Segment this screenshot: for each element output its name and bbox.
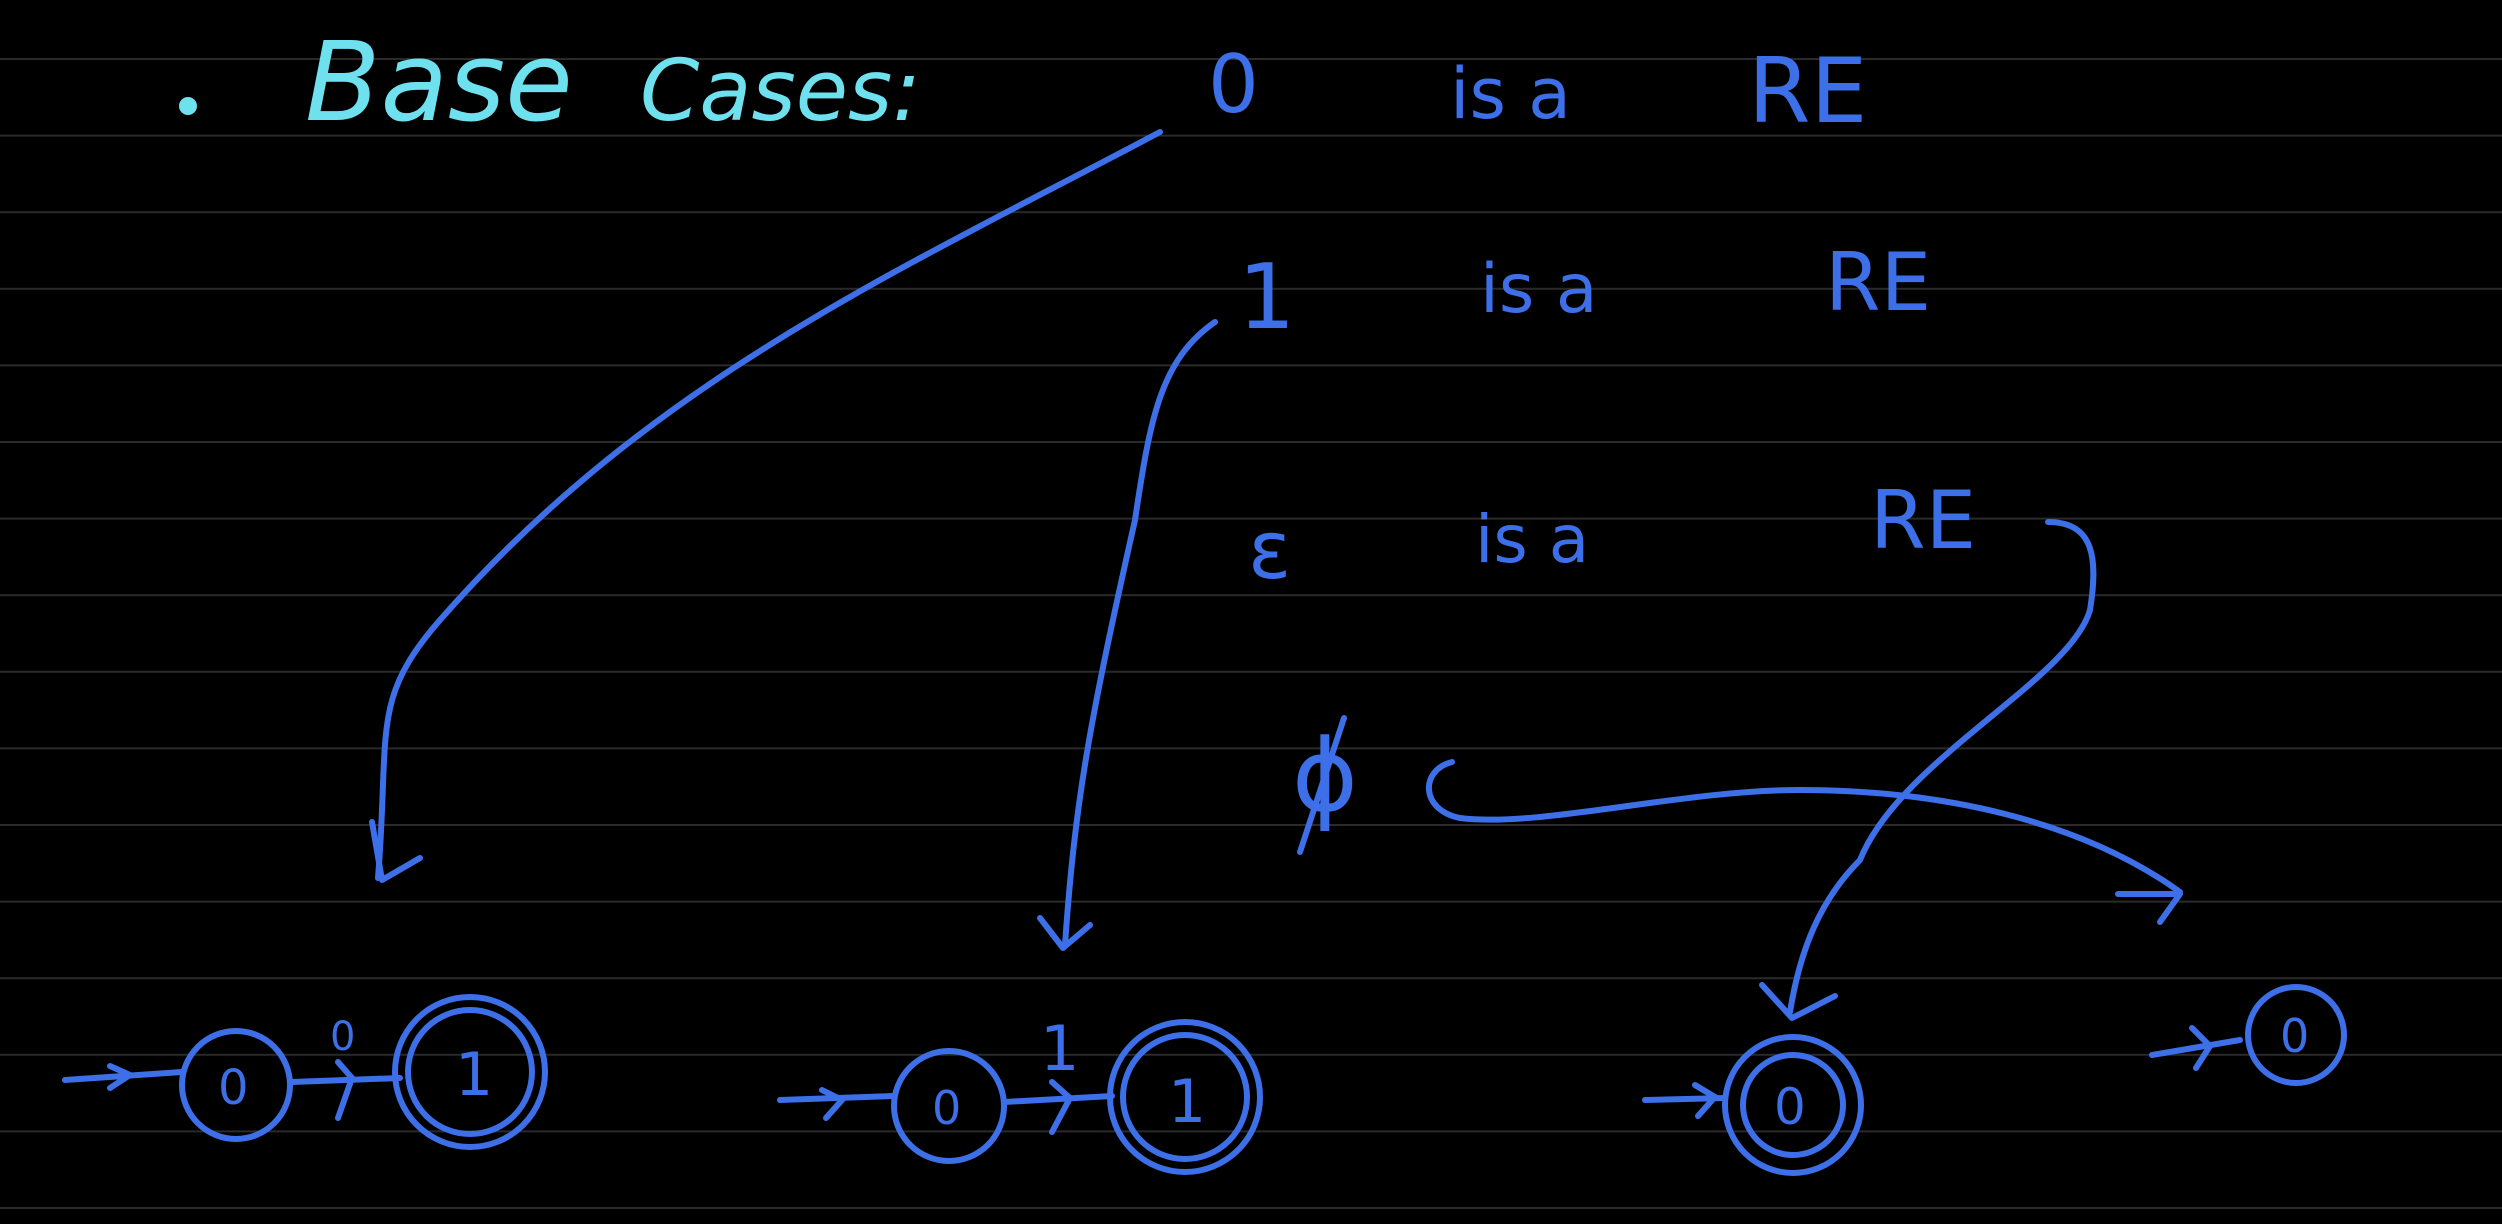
arrow-zero-head xyxy=(369,819,423,883)
case-empty: ϕ xyxy=(1292,715,1358,855)
nfa-zero-accept-inner xyxy=(405,1007,535,1137)
nfa-empty xyxy=(2149,984,2347,1086)
nfa-zero-accept-label: 1 xyxy=(455,1040,493,1110)
case-zero: 0 is a RE xyxy=(1208,38,1867,144)
nfa-empty-start-arrow xyxy=(2149,1025,2243,1071)
nfa-zero-start-label: 0 xyxy=(218,1060,249,1116)
empty-set-slash xyxy=(1297,715,1347,855)
nfa-one-accept-inner xyxy=(1120,1032,1250,1162)
case-zero-re: RE xyxy=(1748,39,1867,144)
nfa-one xyxy=(777,1019,1263,1175)
nfa-epsilon xyxy=(1642,1034,1864,1176)
nfa-one-accept-label: 1 xyxy=(1168,1067,1206,1137)
arrow-one-to-nfa xyxy=(1062,319,1218,948)
case-epsilon-re: RE xyxy=(1870,474,1976,567)
case-epsilon-is-a: is a xyxy=(1475,501,1589,578)
nfa-one-start-arrow xyxy=(777,1087,896,1121)
case-one: 1 is a RE xyxy=(1238,236,1931,350)
arrow-zero-to-nfa xyxy=(375,129,1163,881)
case-zero-symbol: 0 xyxy=(1208,38,1259,131)
nfa-epsilon-start-arrow xyxy=(1642,1082,1728,1119)
nfa-epsilon-accept-outer xyxy=(1722,1034,1864,1176)
heading-base: Base xyxy=(305,18,573,146)
case-one-symbol: 1 xyxy=(1238,245,1295,350)
nfa-one-start-state xyxy=(891,1048,1007,1164)
case-epsilon: ε is a RE xyxy=(1248,474,1976,597)
nfa-zero-transition xyxy=(289,1059,403,1121)
ruled-lines xyxy=(0,58,2502,1209)
arrow-empty-to-nfa xyxy=(1425,759,2183,895)
nfa-zero xyxy=(62,994,548,1150)
heading-bullet xyxy=(179,97,197,115)
case-epsilon-symbol: ε xyxy=(1248,504,1291,597)
nfa-one-transition xyxy=(1001,1079,1115,1135)
nfa-one-accept-outer xyxy=(1107,1019,1263,1175)
nfa-epsilon-state-label: 0 xyxy=(1774,1078,1806,1136)
case-zero-is-a: is a xyxy=(1450,53,1571,135)
arrow-epsilon-to-nfa xyxy=(1787,519,2097,1015)
nfa-empty-state-label: 0 xyxy=(2280,1009,2309,1063)
nfa-zero-transition-label: 0 xyxy=(330,1014,355,1060)
nfa-epsilon-accept-inner xyxy=(1740,1052,1846,1158)
nfa-zero-start-state xyxy=(179,1028,293,1142)
case-one-is-a: is a xyxy=(1480,250,1598,329)
connector-arrows xyxy=(369,129,2183,1021)
heading-cases: Cases: xyxy=(640,42,921,141)
nfa-one-start-label: 0 xyxy=(932,1081,961,1135)
nfa-zero-start-arrow xyxy=(62,1063,185,1091)
nfa-one-transition-label: 1 xyxy=(1040,1012,1079,1085)
arrow-epsilon-head xyxy=(1759,982,1838,1021)
heading: Base Cases: xyxy=(179,18,921,146)
nfa-zero-accept-outer xyxy=(392,994,548,1150)
arrow-empty-head xyxy=(2115,891,2183,925)
case-one-re: RE xyxy=(1825,236,1931,329)
arrow-one-head xyxy=(1037,915,1093,951)
nfa-empty-state xyxy=(2245,984,2347,1086)
